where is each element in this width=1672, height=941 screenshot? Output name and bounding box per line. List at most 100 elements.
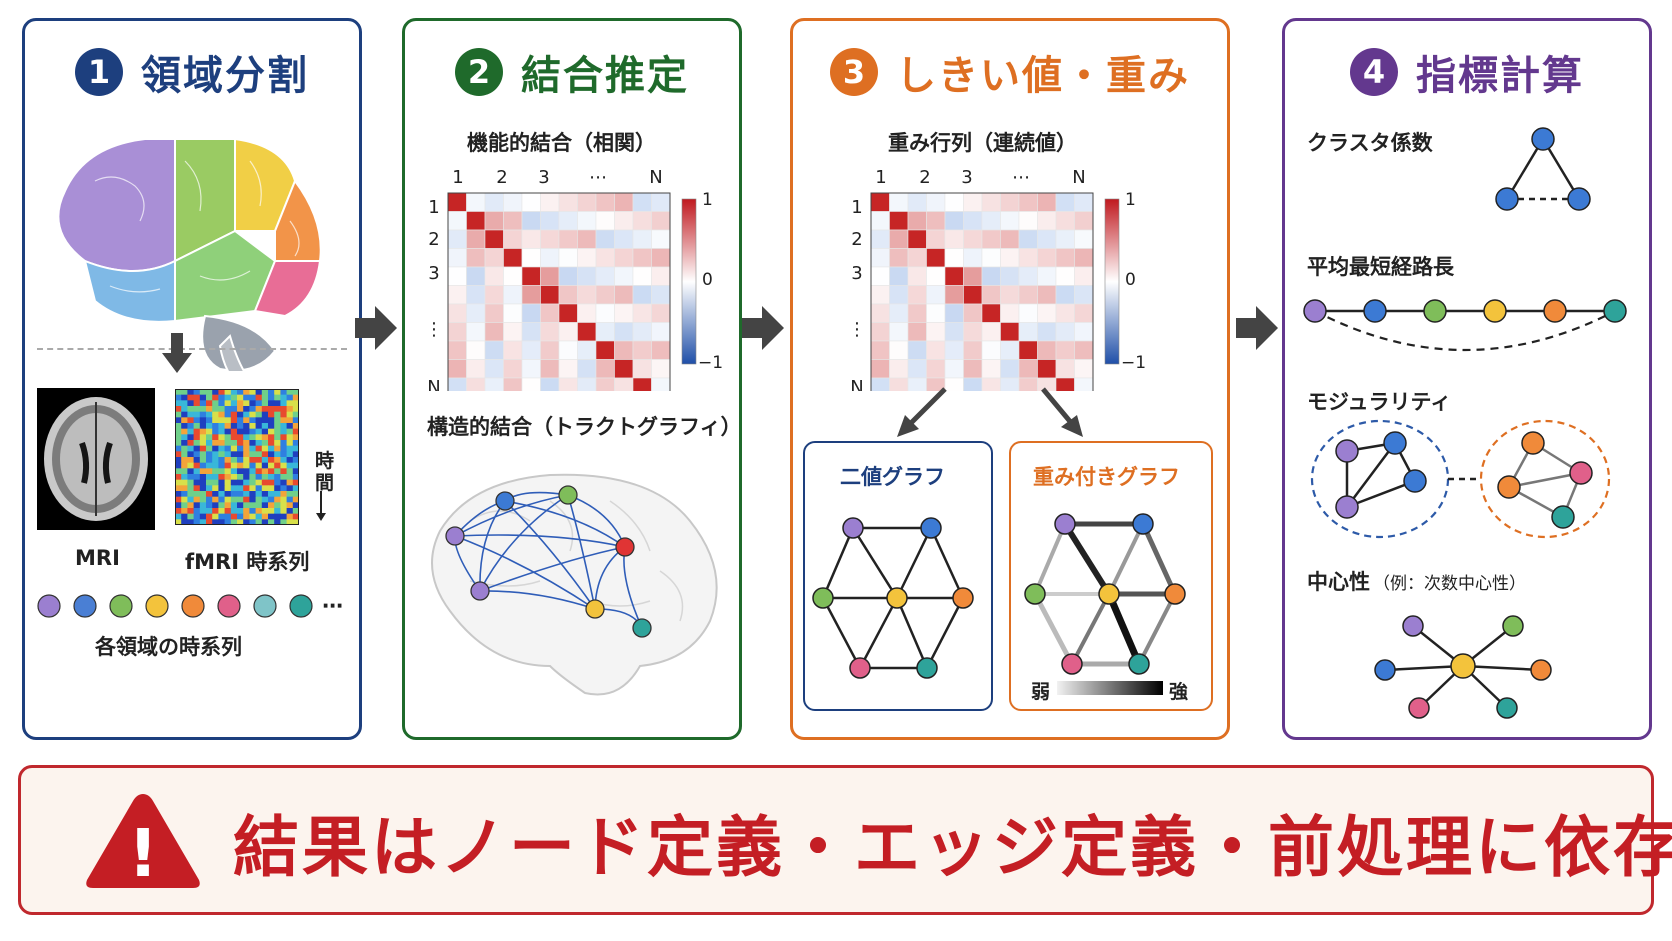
modularity-label: モジュラリティ [1307,390,1452,414]
step-number-4: 4 [1350,48,1398,96]
weak-label: 弱 [1031,681,1051,703]
fmri-label: fMRI 時系列 [185,550,310,574]
panel-2-heading: 結合推定 [521,53,689,99]
tract-edge [454,534,626,548]
binary-edge [895,597,929,669]
time-label-1: 時 [315,450,335,472]
path-length-chain-graph [1303,299,1627,351]
weighted-graph-title: 重み付きグラフ [1033,465,1180,489]
matrix-col-label: 1 [875,167,886,188]
binary-node [916,657,938,679]
warning-banner: ! 結果はノード定義・エッジ定義・前処理に依存 [18,765,1672,915]
binary-edge [929,527,965,599]
region-dot [109,594,133,618]
matrix-col-label: 1 [452,167,463,188]
brain-node [585,599,605,619]
matrix-col-label: 3 [538,167,549,188]
weighted-graph [1024,513,1186,675]
weighted-node [1128,653,1150,675]
weighted-edge [1070,593,1111,665]
arrow-icon-2 [742,306,784,350]
binary-node [952,587,974,609]
clustering-coefficient-label: クラスタ係数 [1307,131,1433,155]
panel-3-heading: しきい値・重み [896,53,1190,99]
binary-node [842,517,864,539]
time-label-2: 間 [315,472,335,494]
region-dot [37,594,61,618]
colorbar [1104,198,1120,365]
matrix-row-label: ⋮ [848,319,866,340]
arrow-icon-1 [355,306,397,350]
functional-connectivity-label: 機能的結合（相関） [467,131,656,155]
panel-1-heading: 領域分割 [141,53,309,99]
step-number-2: 2 [455,48,503,96]
warning-icon-mark: ! [128,815,158,892]
matrix-col-label: 2 [496,167,507,188]
weighted-edge [1107,523,1145,595]
brain-node [470,581,490,601]
matrix-col-label: ⋯ [1012,167,1030,188]
region-dot [289,594,313,618]
tract-edge [479,494,569,592]
average-path-length-label: 平均最短経路長 [1307,255,1454,279]
weighted-node [1061,653,1083,675]
region-dot [217,594,241,618]
colorbar-min: −1 [698,353,723,373]
clustering-triangle-graph [1495,127,1591,211]
colorbar-mid: 0 [702,270,713,290]
mri-image [37,388,155,530]
binary-edge [851,527,899,599]
degree-centrality-star-graph [1374,615,1552,719]
matrix-col-label: N [1072,167,1085,188]
matrix-col-label: 2 [919,167,930,188]
matrix-row-label: N [850,377,863,391]
time-arrow-icon [316,491,326,521]
tract-edge [479,590,596,610]
modularity-graph [1310,419,1611,539]
matrix-col-label: ⋯ [589,167,607,188]
panel-4-title: 4 指標計算 [1285,43,1649,101]
matrix-row-label: 2 [851,229,862,250]
binary-graph-box: 二値グラフ [803,441,993,711]
weighted-edge [1062,522,1112,596]
binary-edge [821,527,855,599]
tract-edge [454,535,596,610]
brain-node [632,618,652,638]
panel-metrics: 4 指標計算 クラスタ係数 平均最短経路長 モジュラリティ [1282,18,1652,740]
matrix-row-label: ⋮ [425,319,443,340]
centrality-note: （例：次数中心性） [1373,574,1526,594]
panel-3-title: 3 しきい値・重み [793,43,1227,101]
colorbar-min: −1 [1121,353,1146,373]
matrix-row-label: 3 [428,263,439,284]
weighted-node [1024,583,1046,605]
binary-edge [925,597,965,669]
panel-2-title: 2 結合推定 [405,43,739,101]
regions-timeseries-label: 各領域の時系列 [95,635,242,659]
matrix-row-label: 1 [851,197,862,218]
matrix-row-label: 2 [428,229,439,250]
binary-node [886,587,908,609]
brain-node [495,491,515,511]
matrix-col-label: N [649,167,662,188]
region-dot [145,594,169,618]
tract-edge [479,546,626,592]
colorbar-max: 1 [1125,190,1136,210]
section-divider [37,348,347,350]
brain-parcellation-illustration [57,137,322,371]
weighted-node [1164,583,1186,605]
weighted-edge [1032,592,1075,666]
weighted-edge [1140,522,1178,596]
weighted-node [1098,583,1120,605]
region-dot [253,594,277,618]
panel-parcellation: 1 領域分割 [22,18,362,740]
tract-edge [504,500,596,610]
matrix-row-label: 3 [851,263,862,284]
brain-node [615,537,635,557]
brain-node [445,526,465,546]
binary-edge [821,597,862,669]
matrix-col-label: 3 [961,167,972,188]
brain-outline [431,473,718,696]
